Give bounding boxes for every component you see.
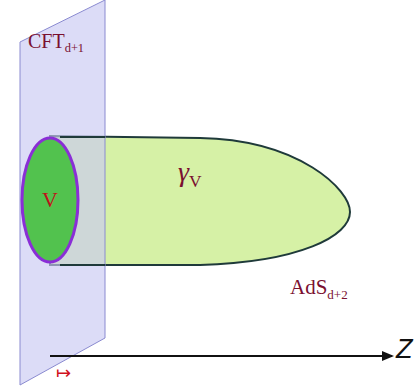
minimal-surface-region: γV [50, 136, 350, 266]
entangling-region: V [20, 136, 80, 264]
subscript: d+2 [327, 287, 347, 302]
symbol-text: ↦ [56, 362, 71, 383]
symbol-text: AdS [290, 275, 327, 299]
symbol-text: V [42, 187, 58, 212]
subscript: d+1 [65, 41, 84, 55]
boundary-plane-region: CFTd+1V [20, 0, 105, 385]
boundary-plane [20, 0, 105, 385]
symbol-text: CFT [28, 30, 65, 52]
symbol-text: γ [178, 156, 189, 187]
label-text: γV [178, 156, 202, 192]
label-text: V [42, 187, 58, 213]
label-text: AdSd+2 [290, 275, 348, 303]
z-axis [50, 355, 392, 357]
subscript: V [189, 172, 202, 191]
axis-label: Z [396, 334, 413, 365]
label-text: CFTd+1 [28, 30, 84, 56]
mapsto-symbol: ↦ [56, 362, 71, 383]
symbol-text: Z [396, 334, 413, 364]
